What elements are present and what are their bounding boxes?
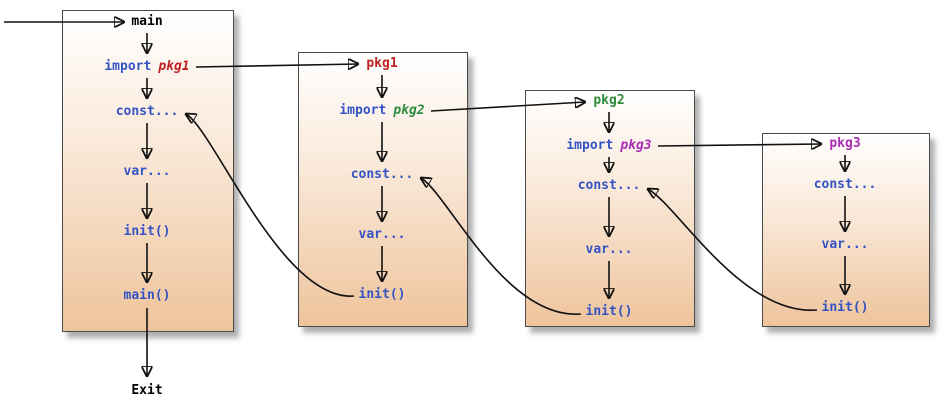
node-pkg2-init: init() [585,304,633,319]
package-name-pkg1: pkg1 [158,59,190,74]
node-pkg3-var: var... [821,237,869,252]
box-pkg1 [298,52,468,327]
import-keyword: import [339,103,387,118]
node-main-title: main [131,14,163,29]
node-pkg1-const: const... [350,167,414,182]
package-name-pkg3: pkg3 [620,138,652,153]
node-pkg3-init: init() [821,300,869,315]
node-main-init: init() [123,224,171,239]
box-pkg2 [525,90,695,327]
node-pkg1-title: pkg1 [366,56,398,71]
node-main-import: import pkg1 [104,59,189,75]
node-pkg2-var: var... [585,242,633,257]
import-keyword: import [104,59,152,74]
node-pkg1-var: var... [358,227,406,242]
node-pkg2-import: import pkg3 [566,138,651,154]
node-pkg2-const: const... [577,178,641,193]
box-pkg3 [762,133,930,327]
node-pkg3-const: const... [813,177,877,192]
node-main-var: var... [123,164,171,179]
node-main-mainfn: main() [123,288,171,303]
package-name-pkg2: pkg2 [393,103,425,118]
node-pkg1-import: import pkg2 [339,103,424,119]
exit-label: Exit [131,383,163,398]
node-pkg2-title: pkg2 [593,93,625,108]
node-main-const: const... [115,104,179,119]
import-keyword: import [566,138,614,153]
node-pkg3-title: pkg3 [829,136,861,151]
node-pkg1-init: init() [358,287,406,302]
